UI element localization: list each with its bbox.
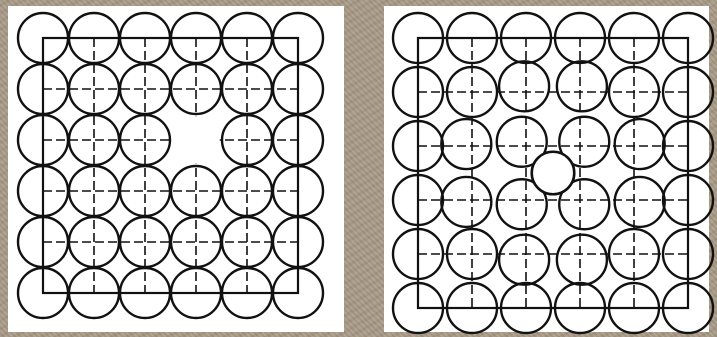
- atom: [557, 61, 607, 111]
- vacancy-site: [172, 116, 220, 164]
- atom: [499, 61, 549, 111]
- atom: [441, 177, 491, 227]
- vacancy-defect-group: [18, 13, 323, 318]
- atom: [615, 119, 665, 169]
- atom: [615, 177, 665, 227]
- atom: [557, 235, 607, 285]
- interstitial-defect-group: [393, 13, 713, 333]
- lattice-boundary: [43, 38, 298, 293]
- interstitial-atom: [532, 152, 575, 195]
- atom: [499, 235, 549, 285]
- atom: [441, 119, 491, 169]
